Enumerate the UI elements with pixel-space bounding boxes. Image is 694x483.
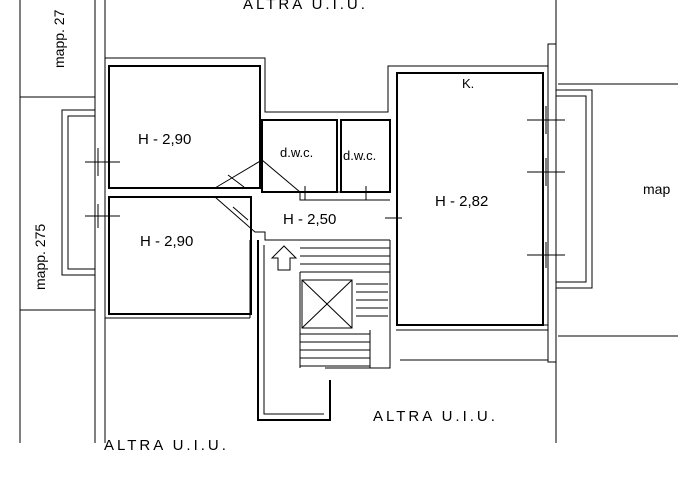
neighbor-label-top: ALTRA U.I.U. <box>243 0 368 13</box>
room-upper-left-height: H - 2,90 <box>138 131 191 148</box>
parcel-boundaries <box>19 0 678 443</box>
stair-treads <box>299 247 390 368</box>
parcel-label-top-left: mapp. 27 <box>51 9 67 68</box>
room-lower-left-height: H - 2,90 <box>140 233 193 250</box>
right-balcony <box>555 89 593 289</box>
stairwell <box>257 240 391 421</box>
left-balcony <box>61 109 96 276</box>
entry-arrow <box>270 245 298 271</box>
wc-1-label: d.w.c. <box>280 145 313 160</box>
kitchen-label: K. <box>462 76 474 91</box>
wc-2-label: d.w.c. <box>343 148 376 163</box>
room-right-height: H - 2,82 <box>435 193 488 210</box>
hall-height: H - 2,50 <box>283 211 336 228</box>
neighbor-label-bottom-right: ALTRA U.I.U. <box>373 408 498 425</box>
parcel-label-right: map <box>643 181 670 197</box>
neighbor-label-bottom-left: ALTRA U.I.U. <box>104 437 229 454</box>
parcel-label-left: mapp. 275 <box>32 224 48 290</box>
window-marks <box>85 106 565 268</box>
